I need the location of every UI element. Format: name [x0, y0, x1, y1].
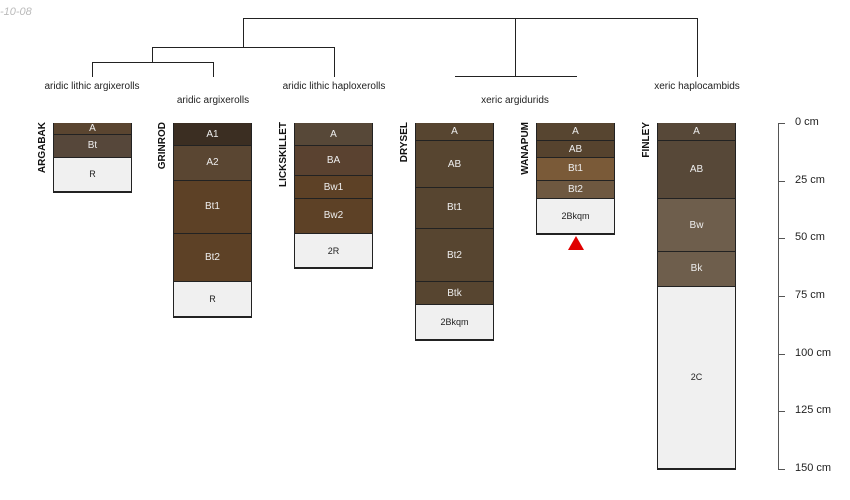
- horizon: Bt2: [537, 180, 614, 200]
- horizon: Bt2: [174, 233, 251, 283]
- dendrogram-branch: [92, 62, 93, 77]
- dendrogram-branch: [243, 18, 698, 19]
- horizon: 2Bkqm: [416, 305, 493, 340]
- axis-tick: [779, 469, 785, 470]
- dendrogram-branch: [243, 18, 244, 47]
- horizon: 2Bkqm: [537, 199, 614, 234]
- dendrogram-branch: [697, 18, 698, 77]
- horizon: A2: [174, 146, 251, 181]
- axis-tick: [779, 123, 785, 124]
- dendrogram-branch: [334, 47, 335, 77]
- dendrogram-branch: [152, 47, 153, 62]
- horizon: AB: [658, 141, 735, 200]
- profile-name: GRINROD: [157, 122, 168, 170]
- horizon: Bw: [658, 199, 735, 253]
- warning-triangle-icon: [568, 235, 584, 250]
- horizon: A: [416, 123, 493, 142]
- horizon: Bw1: [295, 176, 372, 200]
- horizon: Bk: [658, 252, 735, 287]
- profile-name: DRYSEL: [399, 122, 410, 163]
- axis-tick: [779, 353, 785, 355]
- axis-tick-label: 50 cm: [795, 231, 825, 244]
- dendrogram-branch: [213, 62, 214, 77]
- horizon: R: [174, 282, 251, 317]
- axis-tick-label: 150 cm: [795, 462, 832, 474]
- horizon: Bt1: [416, 187, 493, 230]
- horizon: 2R: [295, 233, 372, 269]
- dendrogram-branch: [152, 47, 335, 48]
- horizon: Bw2: [295, 199, 372, 234]
- axis-tick-label: 75 cm: [795, 289, 825, 301]
- horizon: AB: [537, 141, 614, 158]
- horizon: A1: [174, 123, 251, 147]
- taxon-label: xeric argidurids: [481, 95, 549, 106]
- axis-tick: [779, 180, 785, 182]
- horizon: BA: [295, 146, 372, 177]
- axis-tick-label: 125 cm: [795, 404, 832, 417]
- dendrogram-branch: [455, 76, 577, 77]
- taxon-label: aridic lithic haploxerolls: [282, 81, 386, 92]
- profile-name: LICKSKILLET: [278, 122, 289, 187]
- axis-tick-label: 25 cm: [795, 173, 825, 186]
- horizon: AB: [416, 141, 493, 188]
- horizon: Bt1: [174, 180, 251, 234]
- horizon: A: [537, 123, 614, 142]
- axis-tick: [779, 411, 785, 413]
- dendrogram-branch: [515, 18, 516, 76]
- taxon-label: aridic lithic argixerolls: [44, 81, 140, 92]
- axis-line: [778, 123, 779, 470]
- horizon: Bt: [54, 134, 131, 158]
- profile-name: WANAPUM: [520, 122, 531, 175]
- horizon: A: [658, 123, 735, 142]
- date-label: -10-08: [0, 6, 32, 18]
- taxon-label: xeric haplocambids: [654, 81, 740, 92]
- axis-tick: [779, 238, 785, 240]
- axis-tick-label: 0 cm: [795, 116, 819, 128]
- horizon: Bt2: [416, 229, 493, 283]
- axis-tick-label: 100 cm: [795, 346, 832, 359]
- horizon: A: [54, 123, 131, 135]
- profile-name: FINLEY: [641, 122, 652, 158]
- profile-name: ARGABAK: [37, 122, 48, 174]
- horizon: Bt1: [537, 157, 614, 181]
- horizon: Btk: [416, 282, 493, 306]
- horizon: R: [54, 157, 131, 193]
- horizon: 2C: [658, 286, 735, 469]
- dendrogram-branch: [92, 62, 214, 63]
- axis-tick: [779, 296, 785, 297]
- horizon: A: [295, 123, 372, 147]
- taxon-label: aridic argixerolls: [176, 95, 250, 106]
